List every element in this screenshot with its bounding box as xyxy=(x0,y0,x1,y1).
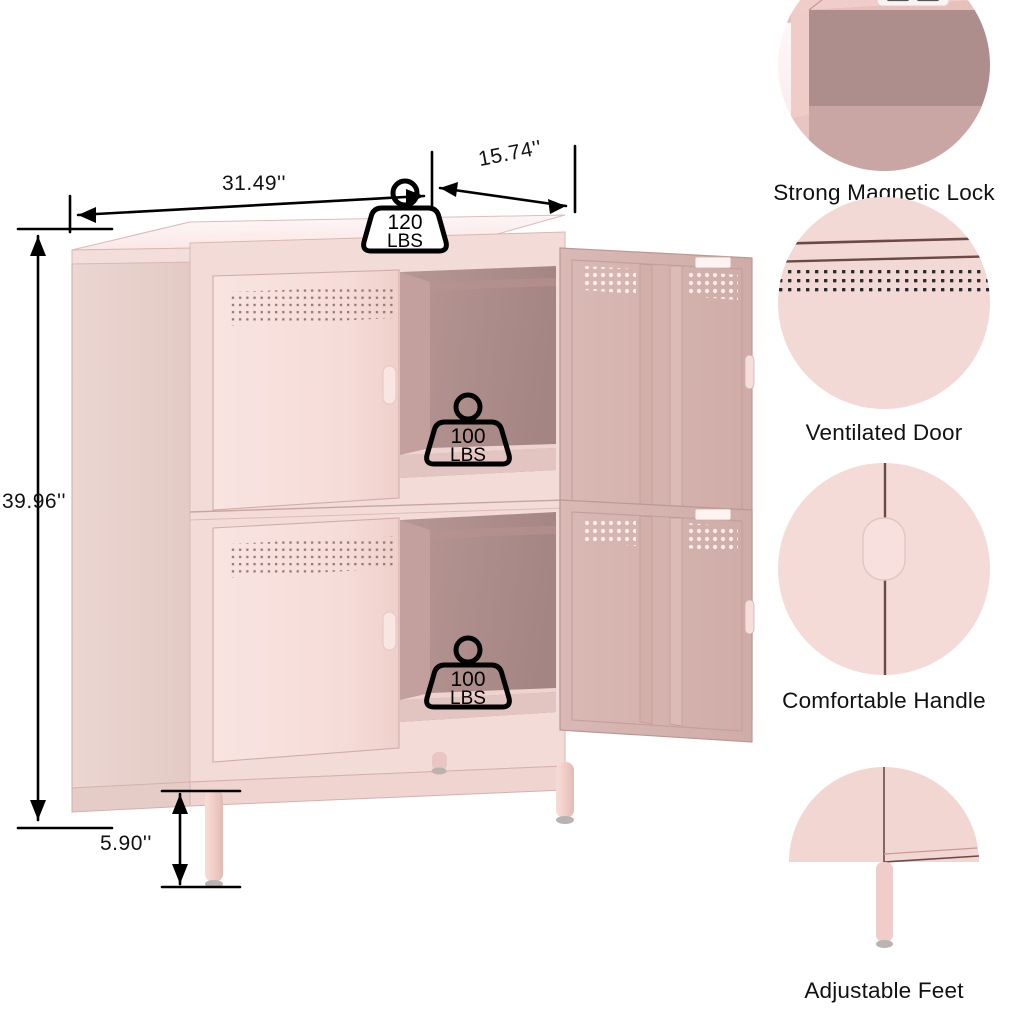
lower-right-door-open-visible[interactable] xyxy=(559,499,755,743)
upper-left-door[interactable] xyxy=(212,269,400,511)
leg-front-left xyxy=(205,790,223,888)
capacity-badge-top: 120 LBS xyxy=(361,178,449,254)
magnetic-lock-image xyxy=(777,0,991,172)
feature-label: Comfortable Handle xyxy=(782,688,986,713)
feature-magnetic-lock: Strong Magnetic Lock xyxy=(744,0,1024,205)
capacity-badge-lower-shelf: 100 LBS xyxy=(424,635,512,710)
badge-value: 100 xyxy=(450,668,485,691)
feature-label: Ventilated Door xyxy=(805,420,963,445)
door-handle xyxy=(744,599,755,635)
dimension-arrowheads xyxy=(30,182,566,884)
adjustable-foot xyxy=(556,816,574,824)
badge-unit: LBS xyxy=(387,231,423,252)
door-handle xyxy=(744,354,755,390)
leg-icon xyxy=(876,862,893,942)
door-handle xyxy=(382,365,397,405)
adjustable-foot xyxy=(431,767,447,775)
adjustable-foot-icon xyxy=(876,940,893,948)
feature-ventilated-door: Ventilated Door xyxy=(744,196,1024,445)
badge-unit: LBS xyxy=(450,688,486,709)
leg-height-dimension-label: 5.90'' xyxy=(100,832,152,855)
lower-left-door[interactable] xyxy=(212,517,400,763)
badge-value: 120 xyxy=(387,211,422,234)
height-dimension-label: 39.96'' xyxy=(2,490,67,513)
magnetic-lock-plate xyxy=(694,256,732,269)
dimension-lines xyxy=(16,144,577,889)
badge-unit: LBS xyxy=(450,445,486,466)
leg-back-left xyxy=(431,752,447,775)
cabinet-base xyxy=(71,765,566,813)
capacity-badge-upper-shelf: 100 LBS xyxy=(424,392,512,467)
magnetic-lock-plate xyxy=(694,508,732,521)
ventilated-door-image xyxy=(777,196,991,410)
oval-handle-icon xyxy=(862,517,906,581)
badge-value: 100 xyxy=(450,425,485,448)
comfortable-handle-image xyxy=(777,462,991,676)
cabinet-drawing: 120 LBS 100 LBS 100 LBS xyxy=(16,144,755,889)
door-handle xyxy=(382,611,397,651)
product-illustration: 120 LBS 100 LBS 100 LBS 31.49'' 15.74'' … xyxy=(2,136,755,889)
feature-comfortable-handle: Comfortable Handle xyxy=(744,462,1024,713)
feature-adjustable-feet: Adjustable Feet xyxy=(744,744,1024,1003)
width-dimension-label: 31.49'' xyxy=(222,172,287,195)
feature-label: Adjustable Feet xyxy=(804,978,964,1003)
leg-front-right xyxy=(556,762,574,824)
adjustable-feet-image xyxy=(777,744,991,980)
lock-plate-icon xyxy=(876,0,950,7)
feature-callouts: Strong Magnetic Lock xyxy=(744,0,1024,1024)
